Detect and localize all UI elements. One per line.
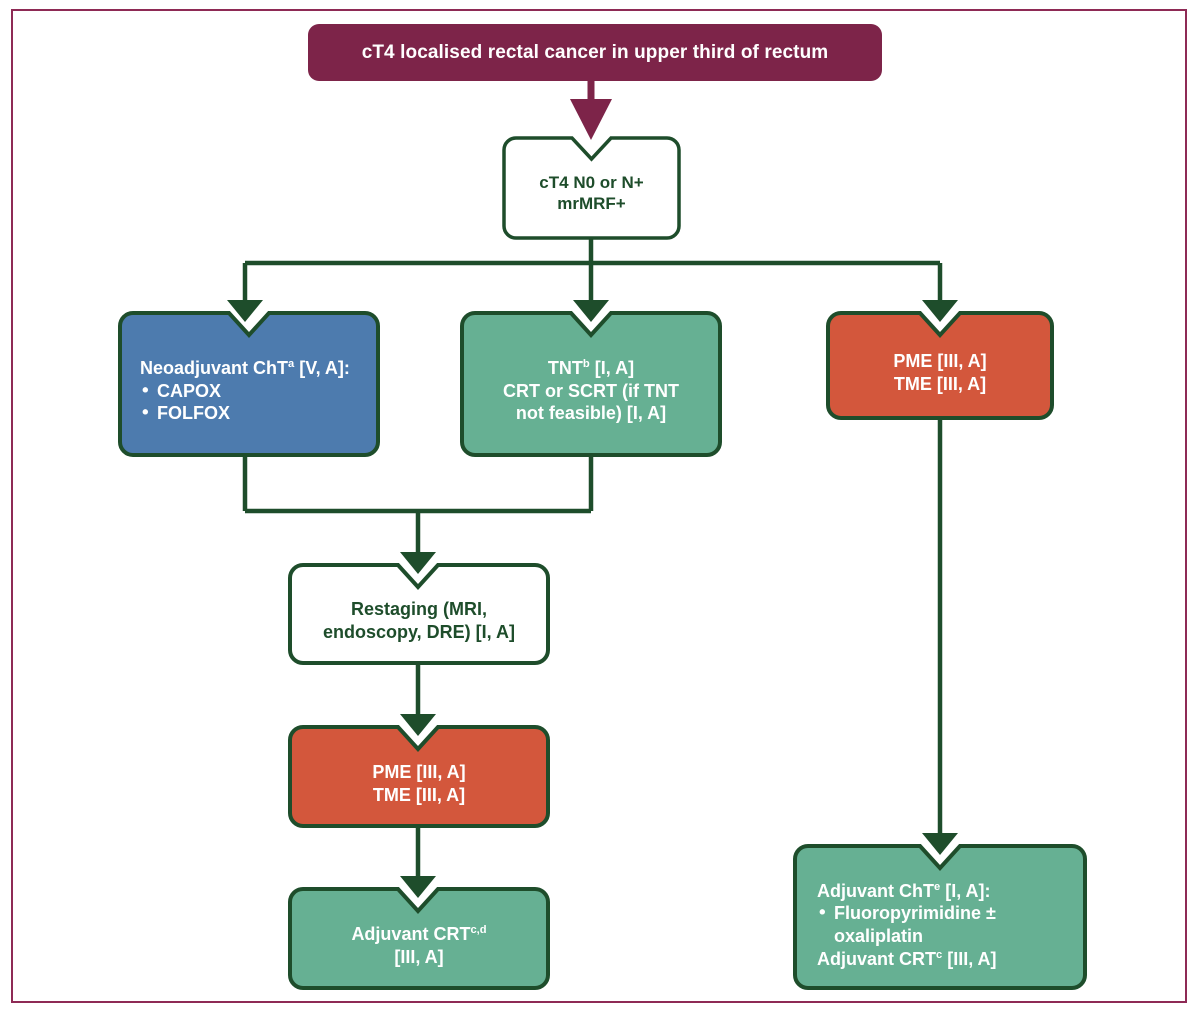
neoadjuvant-title-post: [V, A]: [294,357,350,378]
list-item: CAPOX [140,379,368,403]
arrowhead-restaging [400,552,436,574]
arrowhead-pme-center [400,714,436,736]
neoadjuvant-title-pre: Neoadjuvant ChT [140,357,289,378]
adjuvant-cht-title-post: [I, A]: [940,880,991,901]
adjuvant-cht-last-post: [III, A] [942,948,997,969]
adjuvant-cht-bullet-1a: Fluoropyrimidine ± [834,903,996,924]
node-staging[interactable]: cT4 N0 or N+ mrMRF+ [502,136,681,240]
staging-line-1: cT4 N0 or N+ [539,172,644,192]
pme-tme-center-line-2: TME [III, A] [372,784,466,805]
list-item: Fluoropyrimidine ± oxaliplatin [817,901,1075,947]
adjuvant-cht-last-pre: Adjuvant CRT [817,948,936,969]
neoadjuvant-title: Neoadjuvant ChTa [V, A]: [140,357,368,380]
arrowhead-tnt [573,300,609,322]
tnt-line-2: CRT or SCRT (if TNT [503,380,679,401]
adjuvant-cht-title-pre: Adjuvant ChT [817,880,934,901]
node-shape-notched [502,136,681,240]
pme-tme-center-line-1: PME [III, A] [372,761,466,782]
node-shape-notched [826,311,1054,420]
arrowhead-pme-right [922,300,958,322]
tnt-line-3: not feasible) [I, A] [515,403,667,424]
adjuvant-cht-last-line: Adjuvant CRTc [III, A] [817,948,1075,971]
node-shape-notched [288,725,550,828]
arrowhead-adjuvant-cht [922,833,958,855]
pme-tme-right-line-2: TME [III, A] [893,373,987,394]
neoadjuvant-title-sup: a [288,357,295,370]
node-shape-notched [288,563,550,665]
tnt-line-1-post: [I, A] [589,357,635,378]
adjuvant-cht-title-sup: e [934,880,941,893]
node-adjuvant-cht[interactable]: Adjuvant ChTe [I, A]: Fluoropyrimidine ±… [793,844,1087,990]
node-restaging[interactable]: Restaging (MRI, endoscopy, DRE) [I, A] [288,563,550,665]
tnt-line-1: TNTb [I, A] [472,357,710,380]
adjuvant-crt-line-1-sup: c,d [470,923,487,936]
adjuvant-crt-line-1-pre: Adjuvant CRT [351,923,471,944]
neoadjuvant-bullets: CAPOX FOLFOX [140,379,368,425]
adjuvant-crt-line-2: [III, A] [394,946,444,967]
node-pme-tme-right[interactable]: PME [III, A] TME [III, A] [826,311,1054,420]
restaging-line-2: endoscopy, DRE) [I, A] [322,622,515,642]
node-adjuvant-crt[interactable]: Adjuvant CRTc,d [III, A] [288,887,550,990]
list-item: FOLFOX [140,401,368,425]
node-tnt[interactable]: TNTb [I, A] CRT or SCRT (if TNT not feas… [460,311,722,457]
header-title-box: cT4 localised rectal cancer in upper thi… [308,24,882,81]
node-shape-notched [460,311,722,457]
adjuvant-crt-line-1: Adjuvant CRTc,d [300,923,538,946]
arrowhead-neoadjuvant [227,300,263,322]
pme-tme-right-line-1: PME [III, A] [893,350,987,371]
staging-line-2: mrMRF+ [557,194,626,213]
adjuvant-cht-title: Adjuvant ChTe [I, A]: [817,880,1075,903]
restaging-line-1: Restaging (MRI, [350,599,487,620]
node-pme-tme-center[interactable]: PME [III, A] TME [III, A] [288,725,550,828]
arrowhead-adjuvant-crt [400,876,436,898]
tnt-line-1-sup: b [582,357,590,370]
page-title: cT4 localised rectal cancer in upper thi… [361,41,829,63]
tnt-line-1-pre: TNT [547,357,583,378]
arrowheads [227,300,958,898]
adjuvant-cht-bullets: Fluoropyrimidine ± oxaliplatin [817,901,1075,947]
adjuvant-cht-last-sup: c [936,948,943,961]
node-neoadjuvant-cht[interactable]: Neoadjuvant ChTa [V, A]: CAPOX FOLFOX [118,311,380,457]
adjuvant-cht-bullet-1b: oxaliplatin [834,926,924,946]
node-shape-notched [288,887,550,990]
